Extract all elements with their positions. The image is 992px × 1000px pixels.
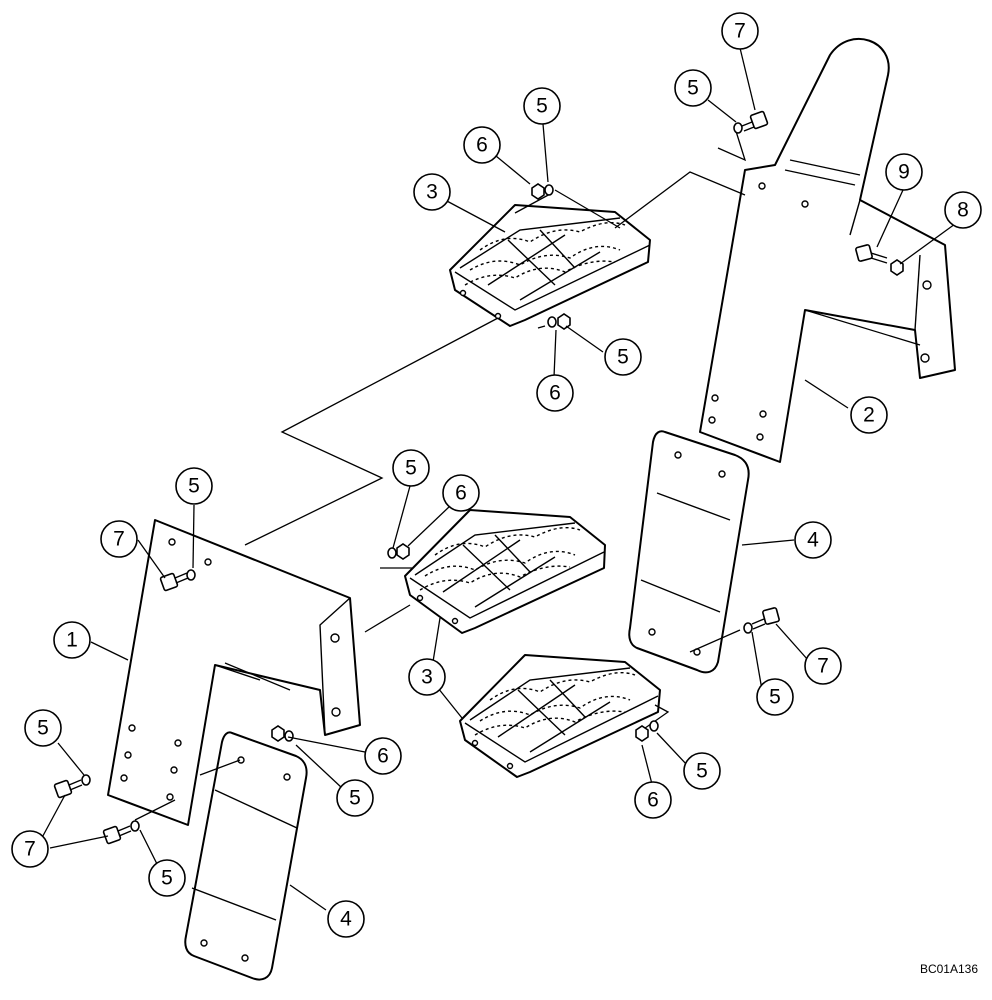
bolt-top-right (733, 110, 769, 134)
callout-2: 2 (850, 396, 888, 434)
callout-7-c: 7 (11, 830, 49, 868)
callout-label: 9 (898, 161, 910, 184)
callout-label: 2 (863, 404, 875, 427)
callout-7-b: 7 (804, 647, 842, 685)
nut-top-step-lower (547, 313, 571, 330)
callout-label: 7 (817, 655, 829, 678)
callout-1: 1 (53, 621, 91, 659)
bolt-left-lower-1 (53, 774, 91, 799)
bolt-left-lower-2 (102, 820, 140, 845)
callout-5-b: 5 (604, 338, 642, 376)
figure-code: BC01A136 (920, 962, 978, 976)
callout-label: 7 (734, 20, 746, 43)
step-lower (459, 654, 661, 778)
bolt-right-plate (743, 607, 780, 634)
callout-label: 3 (421, 666, 433, 689)
guide-lines (134, 127, 921, 821)
callout-6-a: 6 (463, 126, 501, 164)
nut-left-plate (271, 725, 294, 742)
callout-6-c: 6 (442, 474, 480, 512)
callout-leaders (37, 47, 956, 911)
callout-6-e: 6 (634, 781, 672, 819)
bolt-left-top (159, 569, 196, 592)
callout-label: 1 (66, 629, 78, 652)
nut-middle-step (387, 543, 410, 560)
callout-3-a: 3 (413, 173, 451, 211)
callout-7-top: 7 (721, 12, 759, 50)
callout-label: 5 (617, 346, 629, 369)
nut-top-step-upper (531, 183, 554, 200)
step-middle (404, 509, 606, 634)
callout-label: 8 (957, 199, 969, 222)
callout-label: 3 (426, 181, 438, 204)
callout-5-i: 5 (683, 752, 721, 790)
callout-6-b: 6 (536, 374, 574, 412)
nut-lower-step (635, 720, 659, 742)
callout-5-top: 5 (674, 69, 712, 107)
callout-label: 5 (769, 686, 781, 709)
hardware (53, 110, 904, 845)
callout-label: 5 (536, 95, 548, 118)
callout-5-h: 5 (148, 859, 186, 897)
plate-right (628, 430, 750, 674)
bracket-left (107, 519, 361, 826)
plate-left (184, 731, 308, 981)
callout-label: 5 (696, 760, 708, 783)
callout-label: 5 (188, 475, 200, 498)
callout-5-d: 5 (175, 467, 213, 505)
callout-label: 7 (113, 528, 125, 551)
callout-label: 6 (647, 789, 659, 812)
callout-label: 4 (340, 908, 352, 931)
bracket-right (699, 37, 956, 463)
callout-5-c: 5 (392, 449, 430, 487)
callout-5-f: 5 (336, 779, 374, 817)
callout-label: 5 (687, 77, 699, 100)
callout-label: 4 (807, 529, 819, 552)
callout-label: 5 (161, 867, 173, 890)
callout-5-e: 5 (756, 678, 794, 716)
step-top (449, 204, 651, 327)
callout-label: 5 (405, 457, 417, 480)
callout-label: 6 (476, 134, 488, 157)
callout-5-a: 5 (523, 87, 561, 125)
callout-7-a: 7 (100, 520, 138, 558)
callout-label: 5 (37, 717, 49, 740)
callout-9: 9 (885, 153, 923, 191)
callout-8: 8 (944, 191, 982, 229)
bolt-9 (855, 244, 904, 276)
callout-6-d: 6 (364, 737, 402, 775)
callout-4-a: 4 (794, 521, 832, 559)
callout-label: 6 (455, 482, 467, 505)
callout-label: 6 (549, 382, 561, 405)
callout-label: 7 (24, 838, 36, 861)
callout-5-g: 5 (24, 709, 62, 747)
callout-label: 5 (349, 787, 361, 810)
callout-4-b: 4 (327, 900, 365, 938)
callout-label: 6 (377, 745, 389, 768)
callout-3-b: 3 (408, 658, 446, 696)
